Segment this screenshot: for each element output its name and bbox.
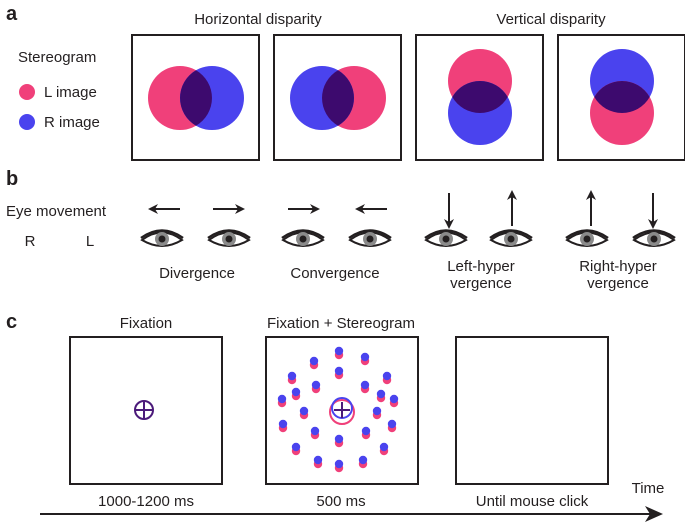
screen-2-duration: 500 ms <box>316 493 365 510</box>
screen-frame <box>265 336 419 485</box>
panel-b-letter: b <box>6 168 18 190</box>
eye-movement-arrows <box>148 190 658 229</box>
eyes-row <box>140 229 676 247</box>
fixation-circle <box>134 400 154 420</box>
stereogram-dot <box>310 426 320 440</box>
horizontal-disparity-title: Horizontal disparity <box>194 11 322 28</box>
stereogram-dot <box>372 406 382 420</box>
screen-3-duration: Until mouse click <box>476 493 589 510</box>
stereogram-dot <box>334 366 344 380</box>
overlap-region <box>594 81 650 113</box>
stereogram-dot <box>334 459 344 473</box>
stereogram-right-hyper <box>557 34 685 161</box>
overlap-region <box>180 70 212 126</box>
overlap-region <box>322 70 354 126</box>
eye-icon <box>565 229 609 247</box>
eye-icon <box>424 229 468 247</box>
stereogram-frame <box>415 34 544 161</box>
legend-l-label: L image <box>44 84 97 101</box>
right-hyper-label: Right-hyper <box>579 258 657 275</box>
stereogram-dot <box>360 352 370 366</box>
stereogram-dot <box>382 371 392 385</box>
screen-2-title: Fixation + Stereogram <box>267 315 415 332</box>
screen-fixation-stereogram <box>265 336 419 485</box>
stereogram-dot <box>309 356 319 370</box>
stereogram-dot <box>311 380 321 394</box>
time-arrow-icon <box>645 506 663 522</box>
legend-r-swatch <box>19 114 35 130</box>
stereogram-dot <box>287 371 297 385</box>
fixation-ring-l <box>329 399 355 425</box>
stereogram-dot <box>387 419 397 433</box>
overlap-region <box>452 81 508 113</box>
screen-frame <box>69 336 223 485</box>
screen-1-duration: 1000-1200 ms <box>98 493 194 510</box>
stereogram-dot <box>360 380 370 394</box>
stereogram-dots <box>277 346 399 473</box>
screen-fixation <box>69 336 223 485</box>
stereogram-convergence <box>273 34 402 161</box>
screen-blank <box>455 336 609 485</box>
panel-c-letter: c <box>6 311 17 333</box>
time-label: Time <box>632 480 665 497</box>
stereogram-dot <box>358 455 368 469</box>
stereogram-frame <box>131 34 260 161</box>
stereogram-dot <box>361 426 371 440</box>
legend-title: Stereogram <box>18 49 96 66</box>
left-hyper-label-2: vergence <box>450 275 512 292</box>
stereogram-dot <box>278 419 288 433</box>
stereogram-dot <box>334 346 344 360</box>
stereogram-left-hyper <box>415 34 544 161</box>
stereogram-dot <box>389 394 399 408</box>
stereogram-dot <box>291 442 301 456</box>
stereogram-dot <box>334 434 344 448</box>
legend-l-swatch <box>19 84 35 100</box>
convergence-label: Convergence <box>290 265 379 282</box>
stereogram-dot <box>277 394 287 408</box>
stereogram-dot <box>376 389 386 403</box>
stereogram-frame <box>273 34 402 161</box>
eye-icon <box>489 229 533 247</box>
stereogram-dot <box>291 387 301 401</box>
left-hyper-label: Left-hyper <box>447 258 515 275</box>
right-hyper-label-2: vergence <box>587 275 649 292</box>
vertical-disparity-title: Vertical disparity <box>496 11 606 28</box>
eye-icon <box>207 229 251 247</box>
eye-icon <box>281 229 325 247</box>
eye-icon <box>140 229 184 247</box>
right-eye-label: R <box>25 233 36 250</box>
panel-a-letter: a <box>6 3 18 25</box>
divergence-label: Divergence <box>159 265 235 282</box>
left-eye-label: L <box>86 233 94 250</box>
eye-icon <box>348 229 392 247</box>
stereogram-frame <box>557 34 685 161</box>
stereogram-divergence <box>131 34 260 161</box>
screen-1-title: Fixation <box>120 315 173 332</box>
eye-movement-label: Eye movement <box>6 203 107 220</box>
eye-icon <box>632 229 676 247</box>
legend-r-label: R image <box>44 114 100 131</box>
stereogram-dot <box>299 406 309 420</box>
stereogram-dot <box>379 442 389 456</box>
screen-frame <box>455 336 609 485</box>
stereogram-dot <box>313 455 323 469</box>
